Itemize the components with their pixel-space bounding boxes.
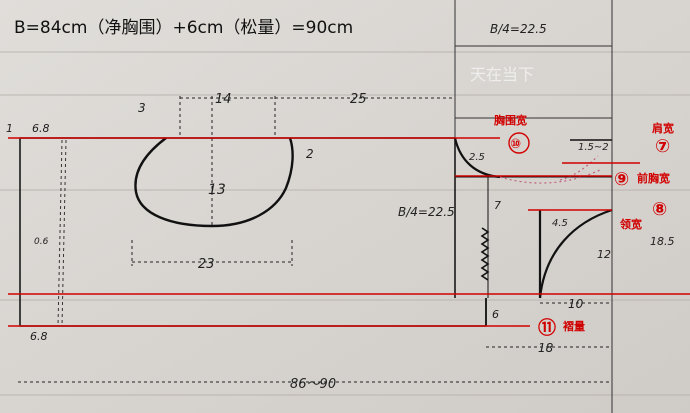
- num-10-circle: [508, 132, 530, 154]
- dim-68-top: 6.8: [32, 122, 50, 135]
- pink-dotted-curve: [499, 169, 601, 184]
- dimension-lines: [18, 302, 612, 383]
- watermark: 天在当下: [470, 65, 534, 84]
- dim-10: 10: [568, 297, 584, 311]
- dim-7: 7: [494, 199, 501, 212]
- dim-25-small: 2.5: [469, 152, 485, 163]
- label-neck-width: 领宽: [619, 217, 642, 231]
- label-shoulder-width: 肩宽: [652, 121, 674, 135]
- dim-14: 14: [215, 92, 232, 107]
- dim-68-bottom: 6.8: [30, 330, 48, 343]
- dim-25: 25: [350, 92, 367, 107]
- dim-13: 13: [208, 182, 226, 198]
- dim-86-90: 86～90: [290, 377, 336, 392]
- dim-45: 4.5: [552, 218, 568, 229]
- dim-side-quarter: B/4=22.5: [398, 205, 455, 219]
- dim-18: 18: [538, 341, 554, 355]
- num-7: ⑦: [655, 136, 670, 157]
- ruling-lines: [0, 51, 690, 396]
- num-9: ⑨: [614, 169, 629, 190]
- dim-3: 3: [138, 101, 146, 115]
- dim-15-2: 1.5~2: [578, 142, 609, 153]
- formula-text: B=84cm（净胸围）+6cm（松量）=90cm: [14, 18, 353, 38]
- dim-top-quarter: B/4=22.5: [490, 22, 547, 36]
- dashed-fold-line: [57, 139, 63, 327]
- dim-1: 1: [6, 122, 13, 135]
- dim-185: 18.5: [650, 235, 675, 248]
- label-sleeve-allow: 褶量: [563, 319, 585, 333]
- label-front-chest: 前胸宽: [637, 171, 670, 185]
- num-11: ⑪: [538, 317, 556, 339]
- red-reference-lines: [8, 137, 690, 327]
- dim-06: 0.6: [34, 237, 49, 247]
- label-bust-width: 胸围宽: [494, 113, 527, 127]
- dim-23: 23: [198, 257, 215, 272]
- num-8: ⑧: [652, 199, 667, 220]
- dim-12: 12: [597, 248, 611, 261]
- dim-6: 6: [492, 308, 499, 321]
- num-10: ⑩: [510, 137, 521, 152]
- front-piece-outline: [453, 137, 613, 326]
- dim-2: 2: [306, 147, 314, 161]
- armhole-curve: [134, 137, 294, 228]
